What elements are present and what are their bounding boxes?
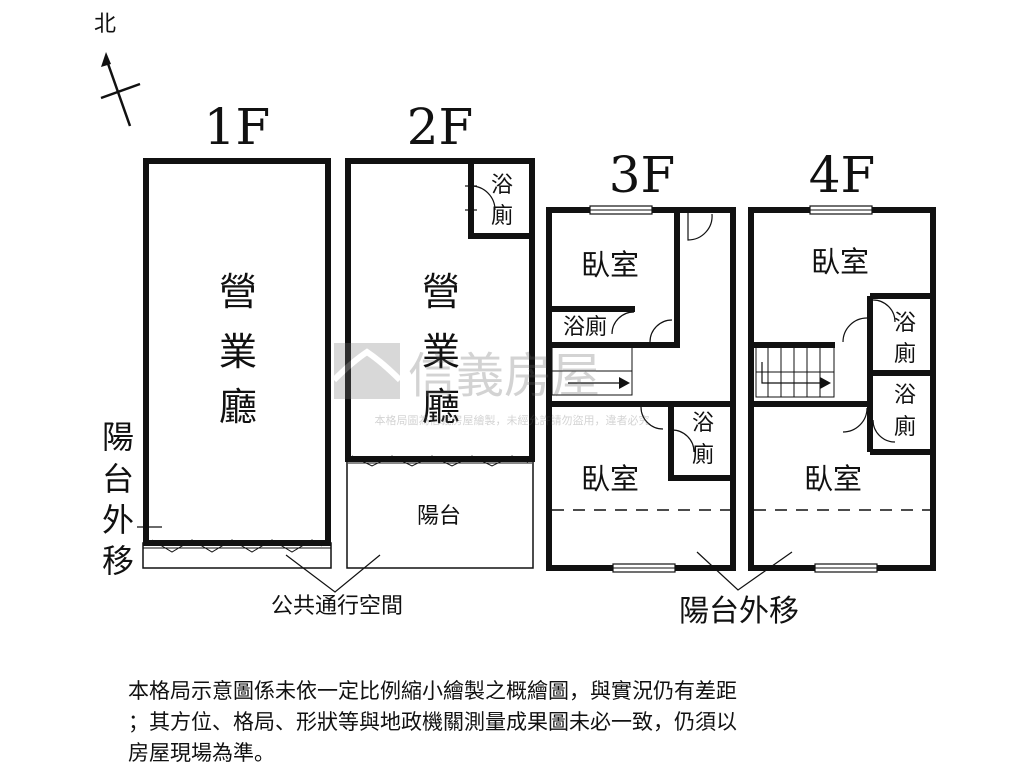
balcony-shift-char-4: 移 (102, 542, 134, 580)
floor-4f-bedroom-door-swing (842, 407, 868, 433)
floor-3f-stair-arrowhead (619, 377, 630, 389)
floor-4f-bath-a-char-1: 浴 (894, 311, 916, 336)
compass-crossbar (100, 82, 141, 100)
floor-2f-bath-walls (468, 162, 532, 239)
floor-2f-balcony-label: 陽台 (417, 504, 461, 529)
watermark-line: 本格局圖為信義房屋繪製，未經允許請勿盜用，違者必究 (375, 413, 650, 427)
watermark: 信義房屋 本格局圖為信義房屋繪製，未經允許請勿盜用，違者必究 (331, 343, 650, 427)
disclaimer-line-2: ；其方位、格局、形狀等與地政機關測量成果圖未必一致，仍須以 (128, 710, 737, 734)
balcony-shift-char-3: 外 (102, 501, 134, 539)
floor-1f-hall-char-1: 營 (219, 270, 257, 314)
floor-4f-bath-b-char-1: 浴 (894, 383, 916, 408)
floor-3f-bedroom-door-swing (640, 406, 664, 430)
floor-1f-hall-char-2: 業 (219, 330, 257, 374)
floor-4f-bath-b-char-2: 廁 (894, 415, 916, 440)
floor-3f-bath-walls (668, 404, 733, 481)
balcony-shift-vertical-label: 陽 台 外 移 (102, 418, 134, 580)
floor-2f-hall-char-3: 廳 (422, 385, 460, 429)
floor-3f-bedroom-top-label: 臥室 (581, 248, 639, 282)
north-compass: 北 (94, 12, 141, 127)
floor-3f-bath-char-1: 浴 (692, 411, 714, 436)
floor-2f: 浴 廁 營 業 廳 陽台 (345, 158, 535, 569)
floor-2f-hall-char-2: 業 (422, 330, 460, 374)
floor-2f-zigzag (351, 455, 529, 467)
floor-4f-stair-treads (756, 347, 834, 397)
floor-3f-entry-door-swing (687, 213, 713, 241)
floor-4f-stair-door-swing (842, 317, 868, 343)
disclaimer-note: 本格局示意圖係未依一定比例縮小繪製之概繪圖，與實況仍有差距 ；其方位、格局、形狀… (128, 676, 908, 769)
disclaimer-line-3: 房屋現場為準。 (128, 741, 275, 765)
floor-4f-bath-a-door-swing (872, 299, 896, 323)
public-passage-leader (285, 554, 381, 593)
floor-4f-stair-arrowhead (820, 377, 831, 389)
floor-1f-zigzag (151, 539, 323, 553)
watermark-brand: 信義房屋 (408, 348, 600, 404)
floor-3f-title: 3F (609, 146, 676, 204)
compass-arrowhead (101, 52, 111, 67)
floor-4f-bath-a-char-2: 廁 (894, 342, 916, 367)
balcony-shift-leader-right (696, 551, 793, 591)
floor-4f-bedroom-top-label: 臥室 (811, 245, 869, 279)
floor-4f-title: 4F (809, 146, 876, 204)
floor-1f-balcony-outline (142, 542, 332, 569)
floor-3f: 浴廁 浴 廁 臥室 臥室 (546, 205, 736, 573)
disclaimer-line-1: 本格局示意圖係未依一定比例縮小繪製之概繪圖，與實況仍有差距 (128, 679, 737, 703)
floor-2f-bath-char-2: 廁 (491, 204, 513, 229)
balcony-shift-char-2: 台 (102, 460, 134, 498)
floor-2f-title: 2F (407, 98, 474, 156)
floor-4f: 浴 廁 浴 廁 臥室 臥室 (748, 205, 936, 573)
floor-3f-bedroom-bottom-label: 臥室 (581, 462, 639, 496)
watermark-logo (334, 343, 400, 399)
floor-4f-bath-b-door-swing (872, 419, 896, 443)
balcony-shift-char-1: 陽 (102, 418, 134, 456)
floor-1f: 營 業 廳 (142, 158, 332, 569)
floor-2f-bath-char-1: 浴 (491, 173, 513, 198)
floor-1f-title: 1F (204, 98, 271, 156)
floor-3f-corridor-door-swing (649, 319, 673, 343)
public-passage-label: 公共通行空間 (271, 594, 403, 619)
floor-3f-bath-door-swing (671, 429, 695, 453)
watermark-logo-roof (331, 348, 403, 383)
floor-3f-small-bath-label: 浴廁 (563, 315, 607, 340)
floor-4f-bedroom-bottom-label: 臥室 (804, 462, 862, 496)
compass-north-label: 北 (94, 12, 116, 37)
floor-1f-hall-char-3: 廳 (219, 385, 257, 429)
floor-4f-stair-arrow-line (761, 362, 824, 384)
floor-3f-bath-char-2: 廁 (692, 443, 714, 468)
floor-3f-small-bath-door-swing (611, 311, 635, 335)
floor-2f-hall-char-1: 營 (422, 270, 460, 314)
balcony-shift-label: 陽台外移 (679, 594, 799, 629)
floor-2f-balcony-outline (346, 458, 534, 569)
